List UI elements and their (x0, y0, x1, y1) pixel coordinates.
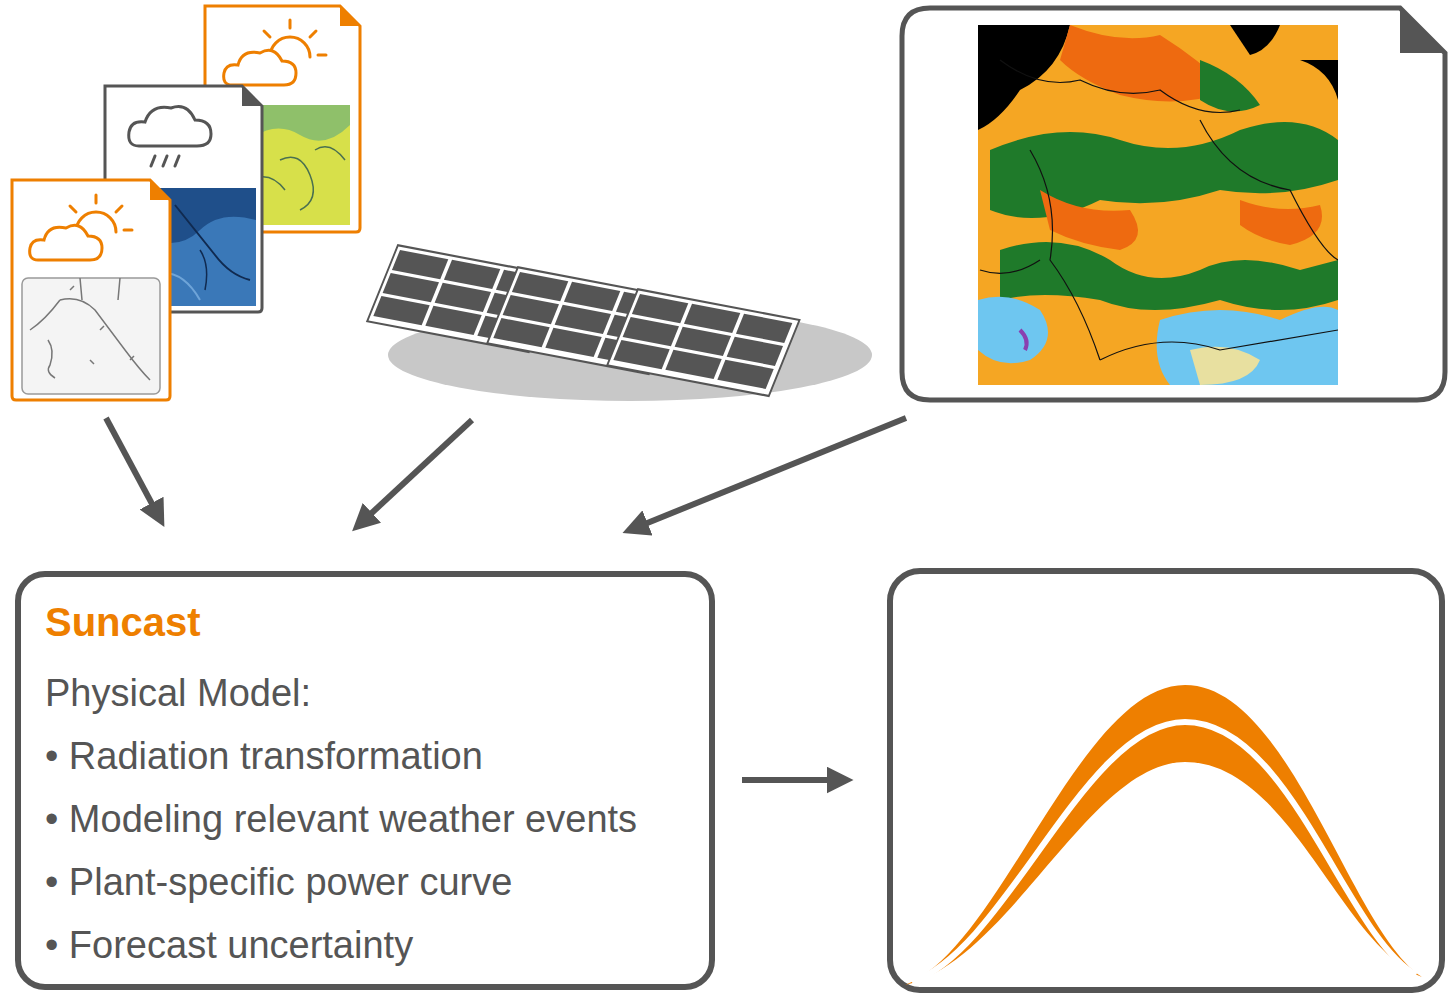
forecast-line (912, 722, 1416, 982)
forecast-band (905, 685, 1422, 985)
input-arrow (106, 418, 906, 528)
forecast-map (22, 278, 160, 394)
box-subheading: Physical Model: (45, 662, 685, 725)
process-box: SuncastPhysical Model:• Radiation transf… (15, 571, 715, 990)
solar-panels (367, 245, 872, 401)
box-heading: Suncast (45, 591, 685, 654)
sun-cloud-icon (224, 20, 326, 85)
map-lines (30, 278, 150, 380)
bullet-item: • Plant-specific power curve (45, 851, 685, 914)
bullet-item: • Forecast uncertainty (45, 914, 685, 977)
rain-cloud-icon (129, 107, 211, 167)
bullet-item: • Modeling relevant weather events (45, 788, 685, 851)
map-lines (250, 105, 350, 210)
forecast-output (890, 571, 1442, 990)
solar-panel (607, 289, 799, 396)
sun-cloud-icon (30, 195, 132, 260)
bullet-item: • Radiation transformation (45, 725, 685, 788)
forecast-map (250, 105, 350, 225)
output-arrow (742, 777, 840, 783)
weather-document (12, 180, 170, 400)
satellite-map (978, 25, 1338, 385)
satellite-document (902, 8, 1445, 400)
